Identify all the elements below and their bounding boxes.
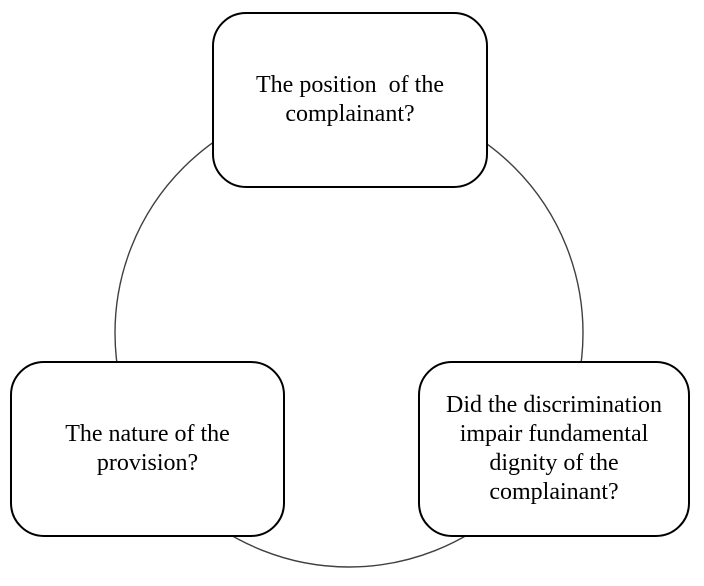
node-position-of-complainant-label: The position of the complainant? [256, 72, 444, 127]
node-position-of-complainant: The position of the complainant? [212, 12, 488, 188]
node-dignity-impairment-label: Did the discrimination impair fundamenta… [446, 392, 662, 505]
node-nature-of-provision-label: The nature of the provision? [65, 421, 230, 476]
node-nature-of-provision: The nature of the provision? [10, 361, 285, 537]
node-dignity-impairment: Did the discrimination impair fundamenta… [418, 361, 690, 537]
